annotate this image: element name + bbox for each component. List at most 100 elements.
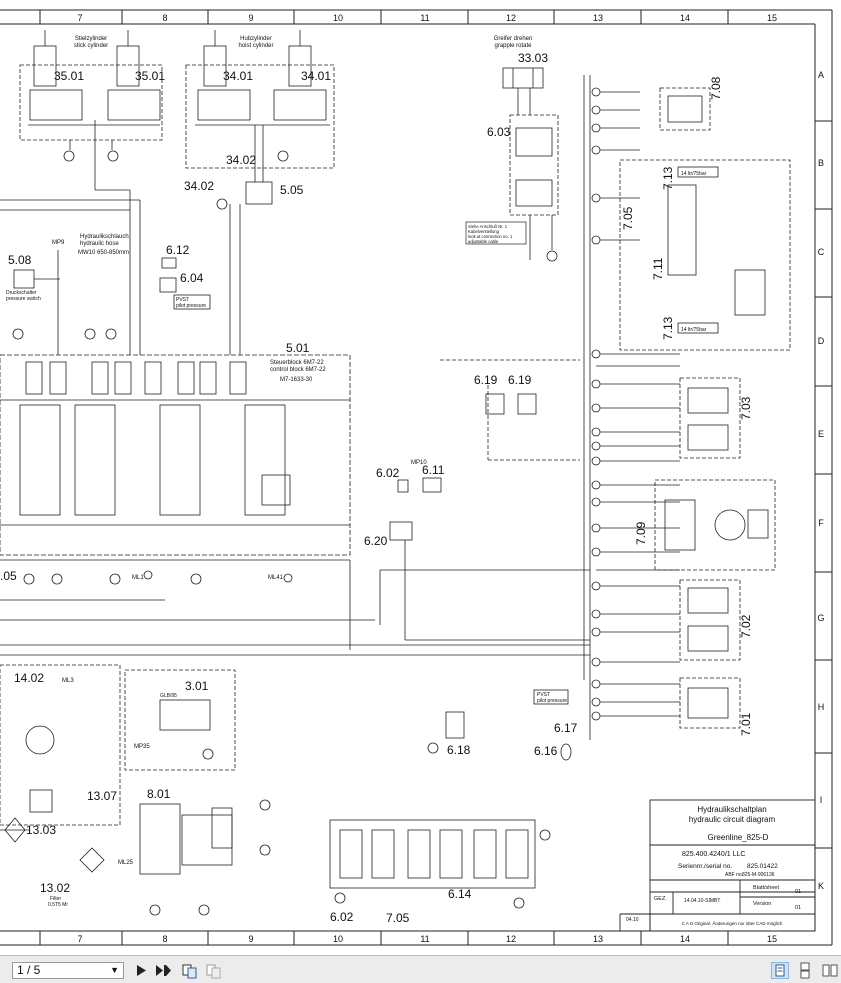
serial-label: Seriennr./serial no. (678, 863, 732, 870)
col-label: 15 (767, 13, 777, 23)
valve-301 (124, 669, 236, 771)
col-label: 12 (506, 13, 516, 23)
version-number: 01 (795, 905, 801, 911)
continuous-view-icon[interactable] (796, 962, 814, 979)
flow-label: 14 ltr/75bar (681, 171, 707, 177)
hydraulic-lines (0, 75, 680, 740)
flow-label: 14 ltr/75bar (681, 327, 707, 333)
component-id: 6.02 (376, 466, 400, 480)
component-id: 6.16 (534, 744, 558, 758)
col-label: 10 (333, 13, 343, 23)
component-id: 35.01 (135, 69, 165, 83)
abf-label: ABF no. (725, 872, 743, 878)
gez-value: 14.04.10-SIMBT (684, 898, 720, 904)
pressure-switch (13, 250, 60, 355)
valve-801 (139, 799, 271, 916)
col-label: 13 (593, 13, 603, 23)
connection-note (465, 221, 527, 245)
valve-block-701 (679, 677, 741, 729)
title-de: Hydraulikschaltplan (697, 805, 766, 814)
ml25-label: ML25 (118, 860, 134, 866)
component-id: 6.19 (474, 373, 498, 387)
col-label: 9 (248, 934, 253, 944)
title-block (619, 799, 816, 932)
play-end-icon[interactable] (153, 962, 171, 979)
grapple-label-en: grapple rotate (494, 43, 532, 49)
component-id: 6.12 (166, 243, 190, 257)
component-id: 5.05 (280, 183, 304, 197)
version-label: Version (753, 901, 771, 907)
column-labels-top: 7 8 9 10 11 12 13 14 15 (77, 13, 777, 23)
component-id: 5.08 (8, 253, 32, 267)
valve-block-614 (329, 819, 551, 909)
component-id: 34.02 (226, 153, 256, 167)
cad-footer: C A D Original. Änderungen nur über CAD … (682, 920, 783, 926)
component-id: 6.14 (448, 887, 472, 901)
ml1-label: ML1 (132, 575, 144, 581)
component-id: 7.05 (386, 911, 410, 925)
component-id: 13.03 (26, 823, 56, 837)
drawing-frame (0, 9, 833, 946)
mp10-label: MP10 (411, 460, 427, 466)
component-id: 5.01 (286, 341, 310, 355)
component-id: 14.02 (14, 671, 44, 685)
component-id: 6.18 (447, 743, 471, 757)
col-label: 15 (767, 934, 777, 944)
control-block (0, 354, 351, 601)
column-labels-bottom: 7 8 9 10 11 12 13 14 15 (77, 934, 777, 944)
component-id: 6.19 (508, 373, 532, 387)
filter-label: Filter (50, 896, 61, 902)
valve-618 (427, 689, 569, 754)
page-selector-value: 1 / 5 (17, 963, 41, 977)
pressure-switch-en: pressure switch (6, 296, 41, 302)
valve-block-708 (659, 87, 711, 131)
ml3-label: ML3 (62, 678, 74, 684)
component-id: 3.01 (185, 679, 209, 693)
row-label: E (818, 429, 824, 439)
single-page-view-icon[interactable] (771, 962, 789, 979)
component-id: 13.07 (87, 789, 117, 803)
col-label: 7 (77, 934, 82, 944)
row-label: A (818, 70, 824, 80)
row-label: K (818, 881, 824, 891)
filter-spec: 0.5T5 Mr (48, 902, 68, 908)
copy-page-icon[interactable] (181, 962, 199, 979)
ml41-label: ML41 (268, 575, 284, 581)
hoist-cylinder-group (185, 30, 335, 210)
abf-number: 825-M-906136 (742, 872, 775, 878)
motor-pump-group (0, 664, 121, 873)
gez-label: GEZ. (654, 896, 667, 902)
row-label: B (818, 158, 824, 168)
page-selector[interactable]: 1 / 5 ▼ (12, 962, 124, 979)
play-icon[interactable] (132, 962, 150, 979)
component-id: 6.02 (330, 910, 354, 924)
row-label: I (820, 795, 823, 805)
component-id: 7.03 (739, 396, 753, 420)
control-block-de: Steuerblock 6M7-22 (270, 360, 324, 366)
component-id: 8.01 (147, 787, 171, 801)
revision-date: 04.10 (626, 917, 639, 923)
two-page-view-icon[interactable] (821, 962, 839, 979)
control-block-en: control block 6M7-22 (270, 367, 326, 373)
sheet-label: Blatt/sheet (753, 885, 779, 891)
port-circles (12, 328, 293, 585)
col-label: 10 (333, 934, 343, 944)
component-id: 7.01 (739, 712, 753, 736)
pvst-label: PVST (537, 692, 550, 698)
note-text: adjustable cable (468, 239, 499, 244)
component-id: 6.03 (487, 125, 511, 139)
column-dividers (39, 10, 832, 945)
stick-cylinder-label-en: stick cylinder (74, 43, 108, 49)
copy-page-disabled-icon[interactable] (205, 962, 223, 979)
component-id: 7.05 (621, 206, 635, 230)
row-labels: A B C D E F G H I K (817, 70, 824, 891)
note-text: Siehe Anschluß Nr. 1 (468, 224, 508, 229)
grapple-rotate-unit (502, 67, 559, 262)
pilot-pressure-label: pilot pressure (176, 303, 206, 309)
row-label: C (818, 247, 825, 257)
component-id: .05 (0, 569, 17, 583)
hoist-cylinder-label-de: Hubzylinder (240, 36, 272, 42)
component-id: 7.13 (661, 316, 675, 340)
grapple-label-de: Greifer drehen (494, 36, 533, 42)
col-label: 14 (680, 934, 690, 944)
